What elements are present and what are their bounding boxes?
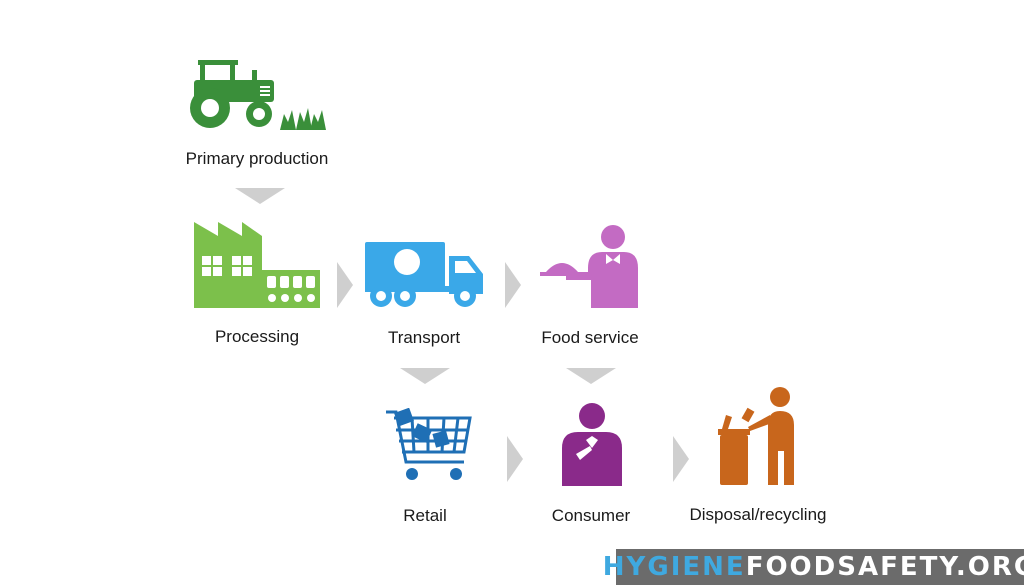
arrow-right-2 [505, 262, 521, 308]
arrow-down-3 [566, 368, 616, 384]
primary-production-label: Primary production [185, 149, 329, 168]
truck-icon [365, 242, 487, 308]
arrow-right-1 [337, 262, 353, 308]
food-service-label: Food service [541, 328, 639, 347]
factory-icon [194, 222, 320, 308]
transport-label: Transport [387, 328, 461, 347]
processing-label: Processing [214, 327, 300, 346]
arrow-right-3 [507, 436, 523, 482]
tractor-icon [184, 58, 329, 130]
retail-label: Retail [403, 506, 447, 525]
consumer-label: Consumer [551, 506, 631, 525]
waiter-icon [540, 224, 644, 308]
arrow-down-2 [400, 368, 450, 384]
arrow-right-4 [673, 436, 689, 482]
watermark-part1: HYGIENE [602, 552, 746, 582]
shopping-cart-icon [384, 408, 476, 486]
disposal-label: Disposal/recycling [689, 505, 827, 524]
arrow-down-1 [235, 188, 285, 204]
consumer-icon [560, 402, 624, 486]
recycling-person-icon [718, 385, 802, 485]
watermark-part2: FOODSAFETY.ORG [745, 552, 1024, 582]
watermark-logo: HYGIENE FOODSAFETY.ORG [603, 549, 1024, 585]
